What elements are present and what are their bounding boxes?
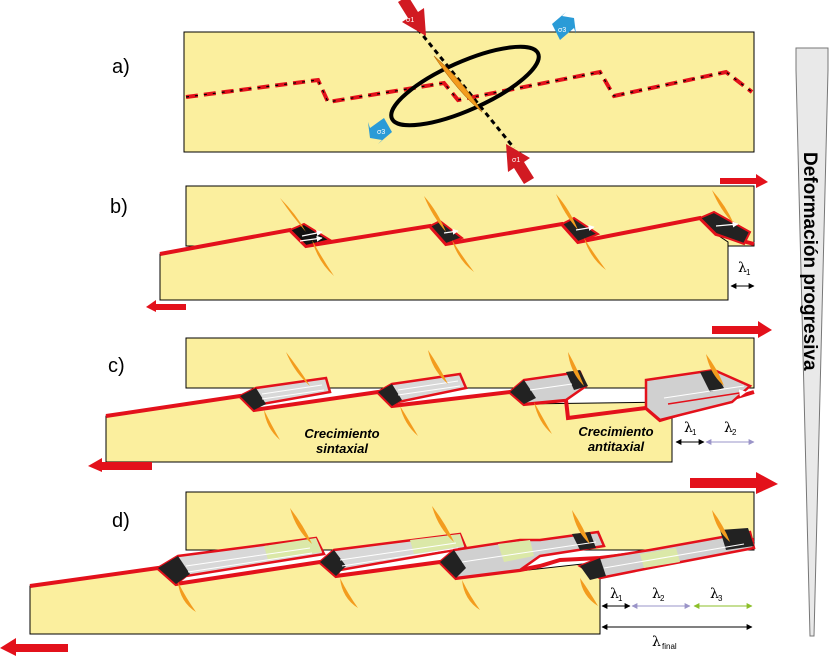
panel-d-label: d): [112, 510, 130, 532]
panel-a-label: a): [112, 56, 130, 78]
sigma3-arrow-top: σ3: [552, 12, 576, 40]
syntaxial-label-line1: Crecimiento: [304, 426, 379, 441]
panel-d: d): [0, 472, 778, 656]
syntaxial-label-line2: sintaxial: [316, 441, 368, 456]
strain-ellipse: [389, 44, 541, 128]
panel-d-lambda3: λ 3: [693, 586, 753, 609]
sigma1-label-top: σ1: [406, 17, 414, 24]
panel-b-shear-arrow-right: [720, 174, 768, 188]
panel-b-lambda1: λ 1: [730, 260, 755, 289]
panel-c-shear-arrow-left: [88, 458, 152, 472]
panel-d-vein-2: [318, 506, 468, 608]
panel-b-shear-arrow-left: [146, 300, 186, 312]
sigma3-label-top: σ3: [558, 27, 566, 34]
panel-c-label: c): [108, 355, 125, 377]
panel-c: c): [88, 321, 772, 472]
side-label: Deformación progresiva: [799, 152, 820, 371]
panel-b: b) λ: [110, 174, 768, 312]
panel-a: a) σ1 σ1 σ3 σ3: [112, 0, 755, 184]
panel-c-lambda1-sub: 1: [692, 428, 697, 437]
panel-a-sigma1-trace: [410, 21, 516, 149]
sigma1-arrow-bottom: σ1: [506, 144, 534, 184]
sigma1-label-bottom: σ1: [512, 157, 520, 164]
panel-c-lambda1-symbol: λ: [684, 420, 693, 436]
panel-d-lambda-final-symbol: λ: [652, 634, 661, 650]
panel-d-lambda1: λ 1: [601, 586, 631, 609]
panel-b-lambda1-sub: 1: [746, 268, 751, 277]
panel-b-lambda1-symbol: λ: [738, 260, 747, 276]
panel-d-shear-arrow-left: [0, 638, 68, 656]
panel-d-lambda2-sub: 2: [660, 594, 665, 603]
panel-d-lambda2: λ 2: [631, 586, 691, 609]
panel-d-upper-block: [185, 491, 755, 551]
antitaxial-label-line2: antitaxial: [588, 439, 645, 454]
wedge-shape: [795, 47, 829, 637]
panel-b-vein-3: [556, 194, 606, 270]
panel-c-vein-3: [508, 352, 588, 434]
panel-c-lambda2: λ 2: [705, 420, 755, 445]
panel-c-vein-2: [375, 350, 468, 436]
panel-d-lambda3-sub: 3: [718, 594, 723, 603]
panel-b-vein-4: [698, 190, 752, 246]
panel-b-label: b): [110, 196, 128, 218]
sigma3-arrow-bottom: σ3: [368, 118, 392, 144]
panel-d-lambda1-symbol: λ: [610, 586, 619, 602]
panel-c-shear-arrow-right: [712, 321, 772, 338]
panel-c-vein-1: [237, 352, 332, 440]
panel-d-vein-3: [438, 510, 606, 610]
panel-d-vein-4: [577, 510, 756, 606]
panel-d-lambda1-sub: 1: [618, 594, 623, 603]
panel-d-vein-1: [155, 508, 326, 612]
sigma3-label-bottom: σ3: [377, 129, 385, 136]
panel-d-lambda2-symbol: λ: [652, 586, 661, 602]
panel-b-vein-1: [280, 198, 334, 276]
panel-a-fault: [185, 69, 754, 105]
panel-b-vein-2: [424, 196, 474, 272]
progressive-deformation-wedge: Deformación progresiva: [795, 47, 829, 637]
panel-d-shear-arrow-right: [690, 472, 778, 494]
tension-gash: [433, 55, 483, 113]
sigma1-arrow-top: σ1: [398, 0, 426, 36]
antitaxial-label-line1: Crecimiento: [578, 424, 653, 439]
panel-c-lambda2-sub: 2: [732, 428, 737, 437]
panel-c-vein-4: [644, 354, 753, 422]
panel-d-lambda3-symbol: λ: [710, 586, 719, 602]
panel-d-lambda-final-sub: final: [662, 642, 677, 651]
panel-d-lambda-final: λ final: [601, 624, 753, 651]
panel-c-lambda2-symbol: λ: [724, 420, 733, 436]
panel-c-lambda1: λ 1: [675, 420, 705, 445]
